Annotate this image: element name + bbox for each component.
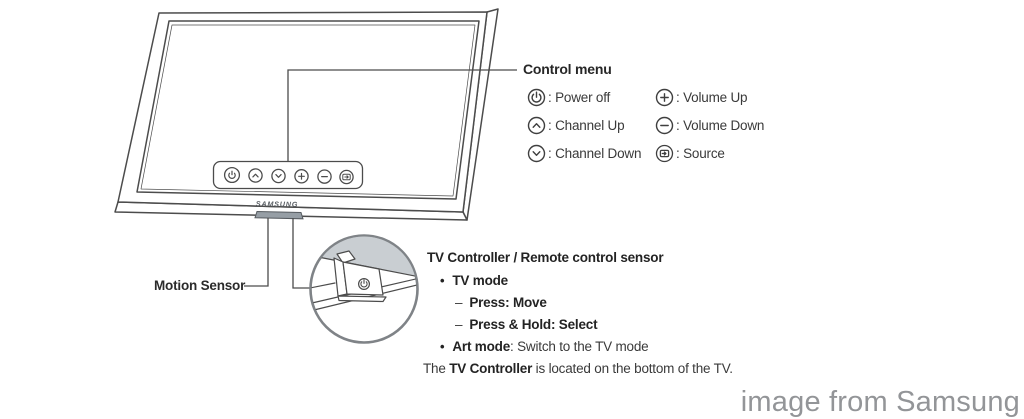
magnifier-left-line [311,282,336,289]
tv-control-panel [212,160,364,190]
press-hold-line: – Press & Hold: Select [455,317,598,332]
art-mode-title: Art mode [452,339,511,354]
legend-label: : Channel Down [548,145,642,161]
panel-volume-down-button [317,169,332,184]
annotation-lines [244,69,517,289]
legend-item-source: : Source [654,143,725,163]
tv-screen-bezel [136,20,480,200]
legend-label: : Volume Up [676,89,748,105]
legend-item-power-off: : Power off [526,87,610,107]
tv-mode-bullet-line: • TV mode [440,273,508,289]
magnifier-pointer-line [292,218,310,289]
motion-sensor-pointer-line [244,218,269,287]
tv-controller-housing [254,210,304,220]
controller-base [337,295,387,303]
legend-item-volume-down: : Volume Down [654,115,764,135]
watermark-text: image from Samsung [740,386,1020,418]
legend-item-channel-down: : Channel Down [526,143,641,163]
bullet-glyph: • [440,339,445,354]
source-icon [654,143,674,163]
panel-power-button [223,166,241,184]
controller-tab [336,250,356,264]
footer-pre: The [423,361,450,376]
legend-item-volume-up: : Volume Up [654,87,748,107]
panel-source-button [339,169,354,185]
footer-post: is located on the bottom of the TV. [532,361,733,376]
legend-label: : Power off [548,89,611,105]
power-icon [526,87,546,107]
tv-controller-heading: TV Controller / Remote control sensor [427,250,664,265]
channel-up-icon [526,115,546,135]
press-hold-text: Press & Hold: Select [469,317,598,332]
heading-text: TV Controller / Remote control sensor [427,250,664,265]
footer-bold: TV Controller [449,361,533,376]
volume-down-icon [654,115,674,135]
tv-outline [114,8,499,221]
panel-channel-up-button [248,168,263,183]
bullet-glyph: • [440,273,445,288]
tv-screen-inner-line [140,24,476,197]
press-move-line: – Press: Move [455,295,547,310]
press-move-text: Press: Move [469,295,547,310]
motion-sensor-label: Motion Sensor [154,278,246,293]
legend-label: : Channel Up [548,117,625,133]
legend-item-channel-up: : Channel Up [526,115,625,135]
controller-power-glyph [358,278,371,291]
tv-mode-title: TV mode [452,273,508,288]
dash-glyph: – [455,317,463,332]
panel-channel-down-button [271,168,286,184]
volume-up-icon [654,87,674,107]
tv-controller-footer: The TV Controller is located on the bott… [423,361,733,376]
legend-label: : Source [676,145,725,161]
channel-down-icon [526,143,546,163]
samsung-logo: SAMSUNG [256,199,298,209]
control-menu-label: Control menu [523,61,612,77]
magnifier-circle [309,234,419,344]
panel-volume-up-button [294,169,309,184]
art-mode-bullet-line: • Art mode: Switch to the TV mode [440,339,649,355]
legend-label: : Volume Down [676,117,765,133]
dash-glyph: – [455,295,463,310]
control-menu-pointer-line [287,69,517,161]
art-mode-desc: : Switch to the TV mode [510,339,649,354]
